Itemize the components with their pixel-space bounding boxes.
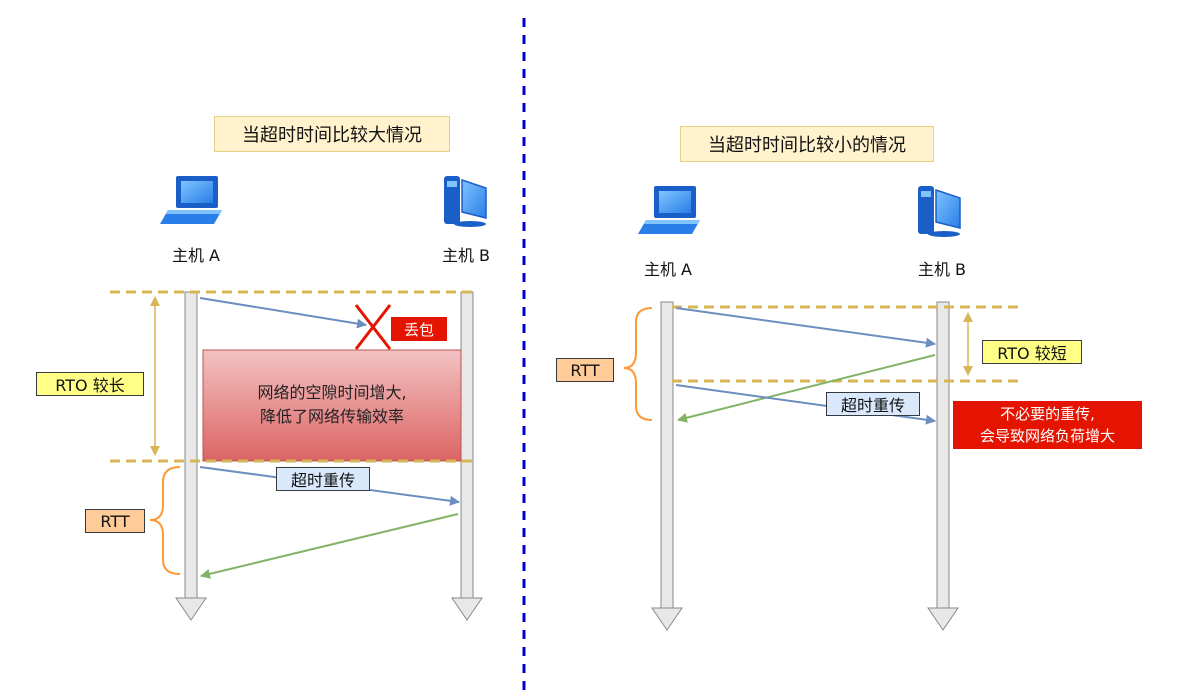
right-host-b-desktop-icon [918,186,961,237]
left-host-a-laptop-icon [160,176,222,224]
right-rtt-brace [623,307,653,421]
left-host-b-desktop-icon [444,176,487,227]
right-ack-arrow [677,354,936,423]
right-host-a-label: 主机 A [643,260,693,279]
left-rto-double-arrow [150,296,160,456]
left-gap-note-line1: 网络的空隙时间增大, [257,383,407,402]
left-gap-note: 网络的空隙时间增大, 降低了网络传输效率 [203,370,461,440]
right-rto-double-arrow [963,312,973,376]
left-lost-packet-arrow [199,297,367,329]
right-timeline-host-a [651,301,683,631]
right-host-b-label: 主机 B [917,260,967,279]
right-warning-line1: 不必要的重传, [1000,405,1095,423]
left-rtt-label: RTT [85,509,145,533]
left-panel-title: 当超时时间比较大情况 [214,116,450,152]
left-timeline-host-a [175,291,207,621]
right-timeline-host-b [927,301,959,631]
right-host-a-laptop-icon [638,186,700,234]
left-lost-cross-icon [354,304,392,350]
right-warning-line2: 会导致网络负荷增大 [979,427,1115,445]
left-ack-arrow [200,513,459,579]
left-retransmit-label: 超时重传 [276,467,370,491]
right-retransmit-label: 超时重传 [826,392,920,416]
left-timeline-host-b [451,291,483,621]
left-host-a-label: 主机 A [171,246,221,265]
left-lost-packet-badge: 丢包 [391,317,447,341]
left-rtt-brace [149,466,181,575]
right-rto-label: RTO 较短 [982,340,1082,364]
right-warning-note: 不必要的重传, 会导致网络负荷增大 [953,401,1142,449]
right-data-arrow [675,307,936,348]
left-gap-note-line2: 降低了网络传输效率 [259,407,404,426]
right-rtt-label: RTT [556,358,614,382]
left-rto-label: RTO 较长 [36,372,144,396]
left-gap-box [202,349,462,462]
left-host-b-label: 主机 B [441,246,491,265]
right-panel-title: 当超时时间比较小的情况 [680,126,934,162]
